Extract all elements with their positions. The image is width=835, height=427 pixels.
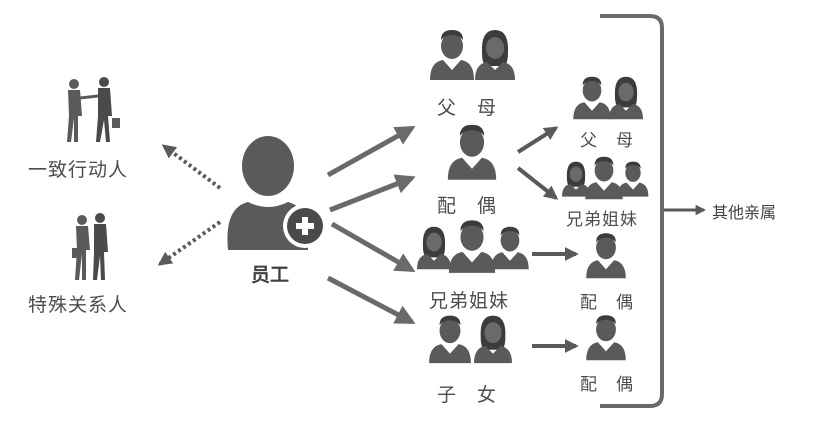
sibling-spouse-icon — [586, 233, 626, 279]
siblings-label: 兄弟姐妹 — [429, 290, 510, 312]
other-relatives-label: 其他亲属 — [712, 203, 777, 222]
children-icon — [429, 315, 512, 364]
arrow-to-children — [326, 275, 416, 325]
arrow-to-parents — [326, 125, 416, 178]
arrow-to-siblings — [330, 221, 416, 273]
plus-badge-icon — [283, 204, 327, 248]
spouse-icon — [447, 124, 497, 180]
children-label: 子 女 — [437, 384, 498, 406]
parents-label: 父 母 — [437, 97, 498, 119]
child-spouse-icon — [586, 315, 626, 361]
child-spouse-label: 配 偶 — [580, 375, 634, 395]
arrow-to-spouse — [329, 174, 416, 213]
siblings-icon — [417, 220, 529, 273]
dotted-arrow-companion — [161, 144, 222, 190]
dotted-arrow-special — [157, 220, 222, 266]
walking-pair-icon — [67, 77, 120, 142]
right-bracket — [600, 14, 664, 408]
parents-icon — [430, 30, 515, 80]
arrow-spouse-to-siblings — [516, 166, 559, 200]
arrow-spouse-to-parents — [516, 126, 559, 154]
spouse-label: 配 偶 — [437, 195, 498, 217]
companion-label: 一致行动人 — [28, 159, 129, 181]
employee-label: 员工 — [251, 264, 290, 286]
spouse-parents-label: 父 母 — [580, 131, 634, 151]
sibling-spouse-label: 配 偶 — [580, 293, 634, 313]
spouse-siblings-label: 兄弟姐妹 — [566, 210, 638, 230]
spouse-siblings-icon — [562, 156, 649, 200]
special-relation-label: 特殊关系人 — [28, 294, 129, 316]
couple-icon — [72, 213, 108, 280]
spouse-parents-icon — [573, 76, 643, 120]
